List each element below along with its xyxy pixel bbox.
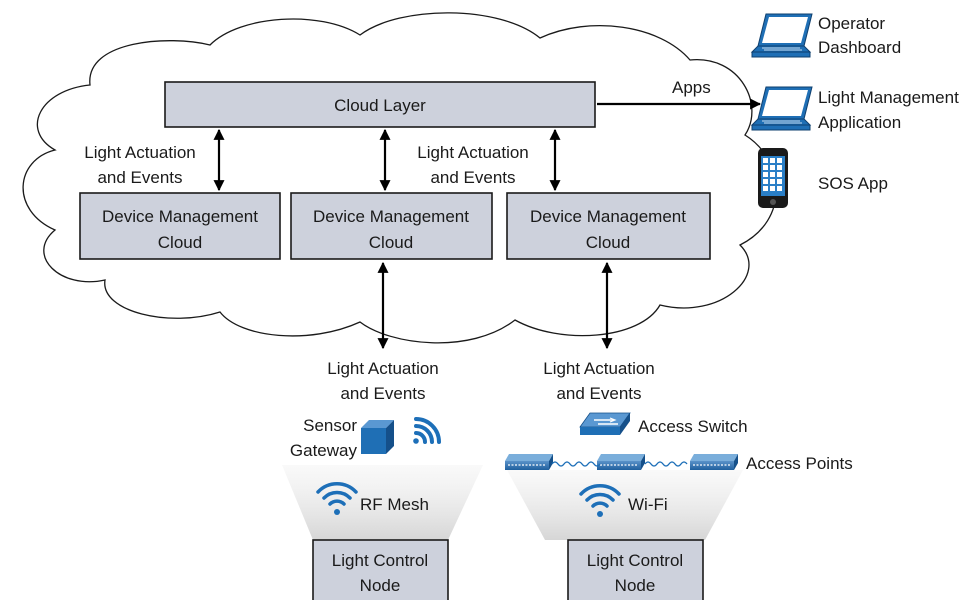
apps-label: Apps [672,78,711,97]
light-mgmt-app-line1: Light Management [818,88,959,107]
cloud-layer-label: Cloud Layer [334,96,426,115]
ap-link-1 [551,461,601,467]
operator-dashboard-line2: Dashboard [818,38,901,57]
device-mgmt-3-line1: Device Management [530,207,686,226]
light-mgmt-app-line2: Application [818,113,901,132]
light-control-node-wifi [567,539,704,600]
device-mgmt-3-line2: Cloud [586,233,630,252]
wifi-icon [316,482,358,515]
event-label-mid-2: and Events [430,168,515,187]
sensor-gateway-line1: Sensor [303,416,357,435]
event-label-mid-1: Light Actuation [417,143,529,162]
rf-events-line1: Light Actuation [327,359,439,378]
cloud-layer-box [164,81,596,128]
device-mgmt-cloud-3 [506,192,711,260]
sensor-gateway-line2: Gateway [290,441,358,460]
wifi-icon [579,484,621,517]
lcn-rf-line2: Node [360,576,401,595]
access-points-label: Access Points [746,454,853,473]
event-label-left-1: Light Actuation [84,143,196,162]
device-mgmt-cloud-1 [79,192,281,260]
wifi-funnel [507,470,743,540]
device-mgmt-1-line1: Device Management [102,207,258,226]
access-point-icon [690,454,738,470]
wifi-events-line1: Light Actuation [543,359,655,378]
switch-icon [579,412,631,435]
wifi-label: Wi-Fi [628,495,668,514]
rf-mesh-label: RF Mesh [360,495,429,514]
gateway-cube-icon [361,420,394,454]
device-mgmt-1-line2: Cloud [158,233,202,252]
lcn-rf-line1: Light Control [332,551,428,570]
event-label-left-2: and Events [97,168,182,187]
laptop-icon [750,13,813,58]
laptop-icon [750,86,813,131]
phone-icon [758,148,788,208]
sos-app-label: SOS App [818,174,888,193]
access-point-icon [505,454,553,470]
access-switch-label: Access Switch [638,417,748,436]
device-mgmt-cloud-2 [290,192,493,260]
device-mgmt-2-line1: Device Management [313,207,469,226]
light-control-node-rf [312,539,449,600]
device-mgmt-2-line2: Cloud [369,233,413,252]
wifi-events-line2: and Events [556,384,641,403]
lcn-wifi-line2: Node [615,576,656,595]
operator-dashboard-line1: Operator [818,14,885,33]
wireless-signal-icon [413,417,441,444]
lcn-wifi-line1: Light Control [587,551,683,570]
access-point-icon [597,454,645,470]
ap-link-2 [644,461,688,467]
rf-events-line2: and Events [340,384,425,403]
